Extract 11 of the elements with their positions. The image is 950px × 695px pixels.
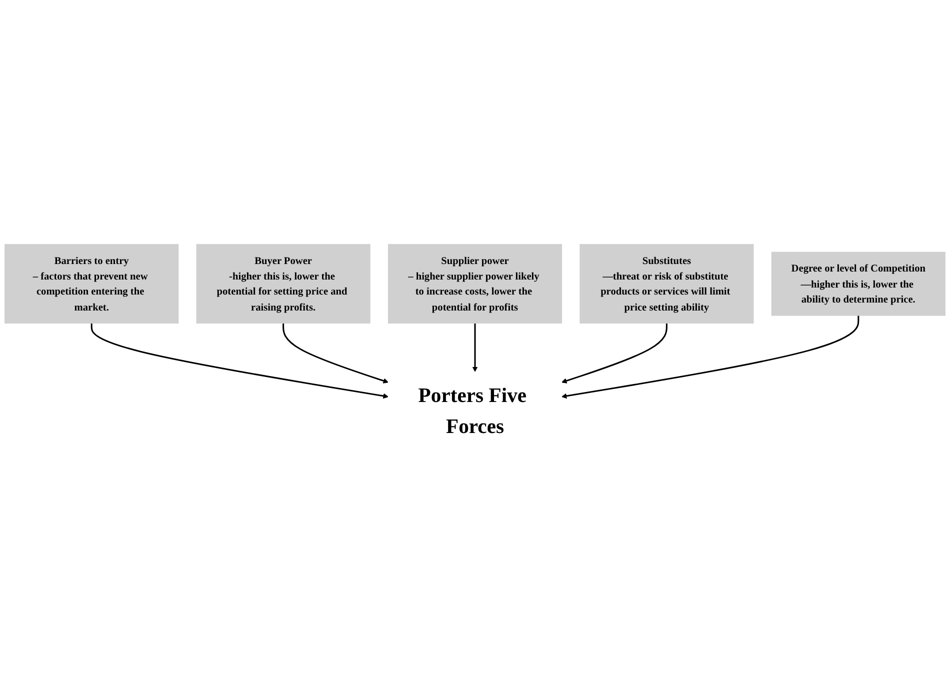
arrow <box>472 323 478 372</box>
node-box: Supplier power – higher supplier power likely to increase costs, lower the potential for profits <box>388 244 562 324</box>
arrow <box>562 323 668 384</box>
arrow <box>90 323 388 399</box>
node-box: Degree or level of Competition —higher this is, lower the ability to determine price. <box>771 252 946 316</box>
node-box: Barriers to entry – factors that prevent new competition entering the market. <box>4 244 179 324</box>
node-text: Porters Five Forces <box>418 384 527 438</box>
node-box: Buyer Power -higher this is, lower the potential for setting price and raising profits. <box>196 244 370 324</box>
arrow <box>562 316 860 399</box>
arrow <box>282 323 388 384</box>
node-box: Substitutes —threat or risk of substitute products or services will limit price setting ability <box>580 244 754 324</box>
